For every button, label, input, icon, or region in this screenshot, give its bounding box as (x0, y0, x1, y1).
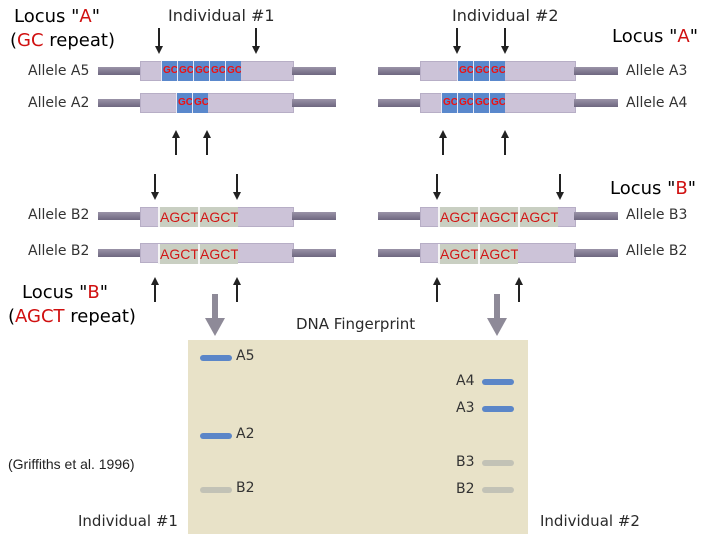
gel-load-arrow-left (205, 294, 225, 336)
dna-flank-right (292, 212, 336, 220)
dna-flank-right (574, 67, 618, 75)
gc-repeat: GC (176, 93, 192, 113)
agct-repeat: AGCT (478, 244, 518, 264)
dna-flank-left (98, 212, 142, 220)
band-a3 (482, 406, 514, 412)
gc-repeat: GC (225, 61, 241, 81)
agct-repeat: AGCT (478, 207, 518, 227)
gc-repeat: GC (473, 61, 489, 81)
dna-flank-right (292, 67, 336, 75)
dna-flank-left (98, 67, 142, 75)
dna-flank-left (378, 99, 422, 107)
agct-repeat: AGCT (438, 244, 478, 264)
dna-flank-right (292, 249, 336, 257)
gc-repeat: GC (457, 61, 473, 81)
dna-strand-a2 (140, 93, 294, 113)
gel-lane-label-individual-2: Individual #2 (540, 512, 640, 530)
locus-a-label-left: Locus "A" (14, 6, 101, 27)
gel-load-arrow-right (487, 294, 507, 336)
individual-2-title: Individual #2 (452, 6, 559, 25)
agct-repeat: AGCT (158, 244, 198, 264)
allele-label-b3: Allele B3 (626, 207, 688, 223)
gc-repeat: GC (441, 93, 457, 113)
fingerprint-title: DNA Fingerprint (296, 315, 416, 333)
band-label-a2: A2 (236, 426, 255, 442)
agct-repeat: AGCT (198, 244, 238, 264)
locus-a-repeat-label: (GC repeat) (10, 30, 115, 51)
band-label-a4: A4 (456, 373, 475, 389)
dna-flank-right (292, 99, 336, 107)
citation: (Griffiths et al. 1996) (8, 456, 135, 472)
agct-repeat: AGCT (158, 207, 198, 227)
band-label-b3: B3 (456, 454, 475, 470)
gc-repeat: GC (177, 61, 193, 81)
band-label-a5: A5 (236, 348, 255, 364)
allele-label-b2-ind1-top: Allele B2 (28, 207, 90, 223)
agct-repeat: AGCT (518, 207, 558, 227)
band-b2-ind1 (200, 487, 232, 493)
locus-b-label-right: Locus "B" (610, 178, 697, 199)
locus-a-label-right: Locus "A" (612, 26, 699, 47)
allele-label-b2-ind1-bottom: Allele B2 (28, 243, 90, 259)
allele-label-a2: Allele A2 (28, 95, 90, 111)
gc-repeat: GC (473, 93, 489, 113)
gc-repeat: GC (192, 93, 208, 113)
dna-fingerprint-gel: A5 A2 B2 A4 A3 B3 B2 (188, 340, 528, 534)
band-label-b2-ind1: B2 (236, 480, 255, 496)
agct-repeat: AGCT (198, 207, 238, 227)
gc-repeat: GC (489, 61, 505, 81)
band-a2 (200, 433, 232, 439)
dna-flank-left (378, 249, 422, 257)
band-a4 (482, 379, 514, 385)
dna-flank-left (98, 249, 142, 257)
dna-flank-right (574, 212, 618, 220)
band-label-a3: A3 (456, 400, 475, 416)
individual-1-title: Individual #1 (168, 6, 275, 25)
locus-b-label-left: Locus "B" (22, 282, 109, 303)
allele-label-b2-ind2: Allele B2 (626, 243, 688, 259)
band-label-b2-ind2: B2 (456, 481, 475, 497)
gc-repeat: GC (489, 93, 505, 113)
gc-repeat: GC (161, 61, 177, 81)
gel-lane-label-individual-1: Individual #1 (78, 512, 178, 530)
gc-repeat: GC (209, 61, 225, 81)
dna-flank-left (378, 67, 422, 75)
band-b3 (482, 460, 514, 466)
band-a5 (200, 355, 232, 361)
allele-label-a4: Allele A4 (626, 95, 688, 111)
allele-label-a3: Allele A3 (626, 63, 688, 79)
dna-flank-left (378, 212, 422, 220)
dna-flank-left (98, 99, 142, 107)
dna-flank-right (574, 249, 618, 257)
gc-repeat: GC (193, 61, 209, 81)
allele-label-a5: Allele A5 (28, 63, 90, 79)
locus-b-repeat-label: (AGCT repeat) (8, 306, 136, 327)
band-b2-ind2 (482, 487, 514, 493)
gc-repeat: GC (457, 93, 473, 113)
agct-repeat: AGCT (438, 207, 478, 227)
dna-flank-right (574, 99, 618, 107)
